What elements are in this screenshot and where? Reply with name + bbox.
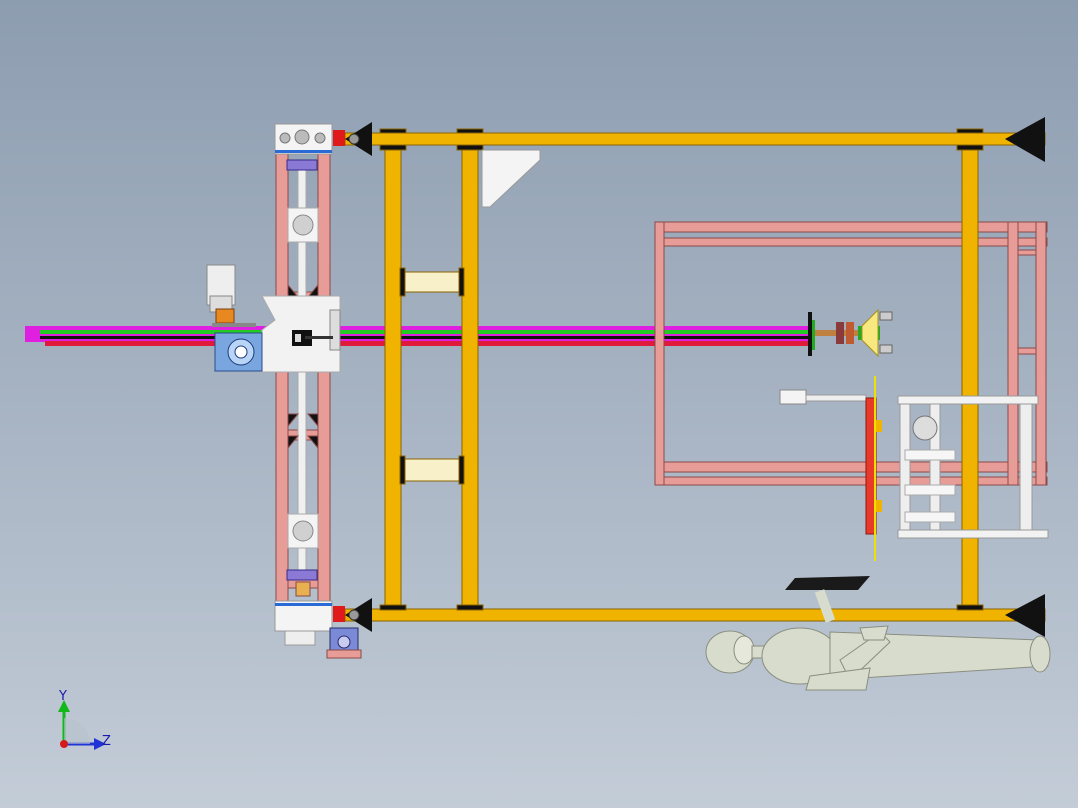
gripper-assembly (779, 376, 1049, 561)
gantry-feet (333, 117, 1045, 637)
z-arrow-head (94, 738, 106, 750)
storage-frame (654, 221, 1048, 486)
lift-motor (326, 627, 362, 659)
linear-rail-assembly (25, 326, 810, 346)
gusset-plate (481, 149, 541, 208)
column-end-plates (274, 123, 333, 646)
z-axis-label: Z (102, 734, 111, 749)
rail-red (45, 341, 810, 346)
y-arrow-head (58, 700, 70, 712)
y-axis-label: Y (58, 689, 67, 704)
triad-plane (64, 718, 90, 744)
human-mannequin (705, 625, 1051, 691)
rail-dark-strip (40, 336, 810, 339)
tray-plate (785, 576, 870, 623)
axis-triad: Y Z (58, 689, 111, 750)
gantry-frame (344, 128, 1046, 622)
end-effector (808, 308, 893, 358)
carriage (261, 295, 341, 373)
rail-green (40, 330, 810, 334)
drive-motor (206, 264, 263, 372)
vertical-column (275, 152, 331, 604)
x-axis-dot (60, 740, 68, 748)
